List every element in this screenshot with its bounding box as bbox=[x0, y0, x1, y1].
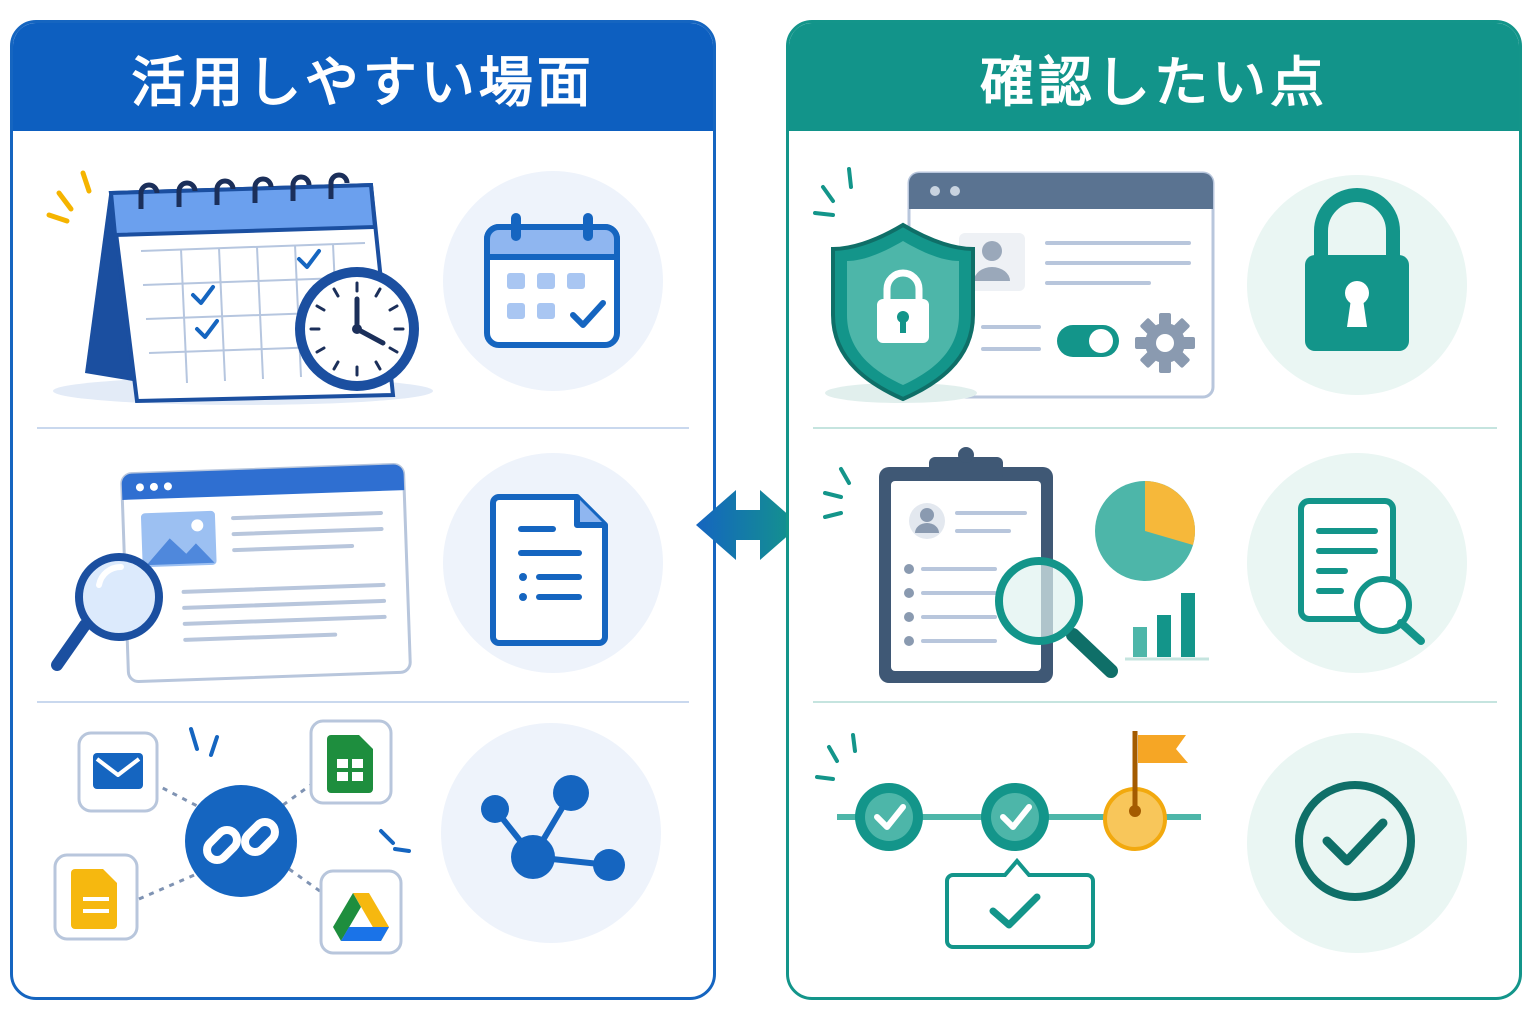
security-window-illustration bbox=[813, 167, 1215, 403]
document-list-icon bbox=[443, 453, 663, 673]
progress-milestones-illustration bbox=[815, 731, 1201, 949]
right-panel-title: 確認したい点 bbox=[980, 50, 1328, 114]
linked-apps-illustration bbox=[53, 719, 411, 955]
desk-calendar-illustration bbox=[46, 170, 433, 405]
left-divider-2 bbox=[37, 701, 689, 703]
check-circle-icon bbox=[1247, 733, 1467, 953]
right-panel-illustrations bbox=[813, 167, 1467, 953]
right-divider-1 bbox=[813, 427, 1497, 429]
padlock-icon bbox=[1247, 175, 1467, 395]
left-panel-header: 活用しやすい場面 bbox=[13, 23, 713, 131]
right-divider-2 bbox=[813, 701, 1497, 703]
right-panel: 確認したい点 bbox=[786, 20, 1522, 1000]
left-panel: 活用しやすい場面 bbox=[10, 20, 716, 1000]
document-search-icon bbox=[1247, 453, 1467, 673]
double-arrow-icon bbox=[696, 490, 800, 560]
clipboard-review-illustration bbox=[823, 447, 1209, 683]
calendar-check-icon bbox=[443, 171, 663, 391]
left-panel-illustrations bbox=[46, 170, 663, 955]
left-panel-title: 活用しやすい場面 bbox=[131, 50, 595, 114]
left-divider-1 bbox=[37, 427, 689, 429]
right-panel-header: 確認したい点 bbox=[789, 23, 1519, 131]
share-network-icon bbox=[441, 723, 661, 943]
web-page-magnifier-illustration bbox=[51, 462, 412, 684]
